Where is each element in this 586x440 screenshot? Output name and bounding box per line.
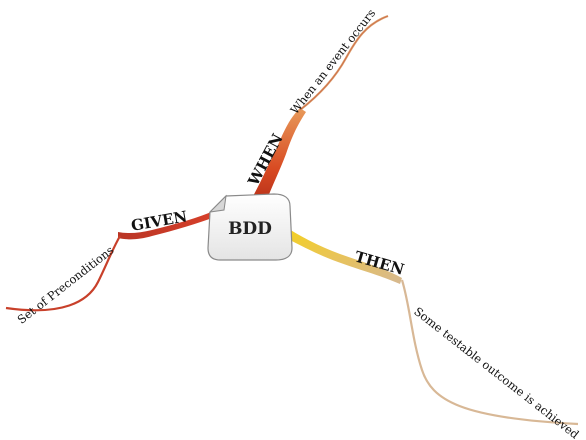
when-detail: When an event occurs — [287, 6, 378, 117]
given-detail: Set of Preconditions — [15, 243, 117, 327]
given-branch-line — [5, 235, 121, 312]
center-node-box — [207, 193, 293, 261]
center-node-fold — [208, 194, 227, 213]
given-branch — [5, 210, 218, 312]
then-branch-line — [400, 279, 579, 426]
when-branch — [252, 14, 389, 202]
center-label: BDD — [228, 219, 272, 239]
then-branch-stem — [282, 226, 402, 284]
then-branch — [282, 226, 579, 426]
center-node: BDD — [207, 193, 293, 261]
given-branch-stem — [118, 210, 218, 240]
when-branch-line-accent — [299, 15, 389, 111]
when-branch-stem — [252, 108, 306, 202]
then-detail: Some testable outcome is achieved — [411, 304, 582, 440]
